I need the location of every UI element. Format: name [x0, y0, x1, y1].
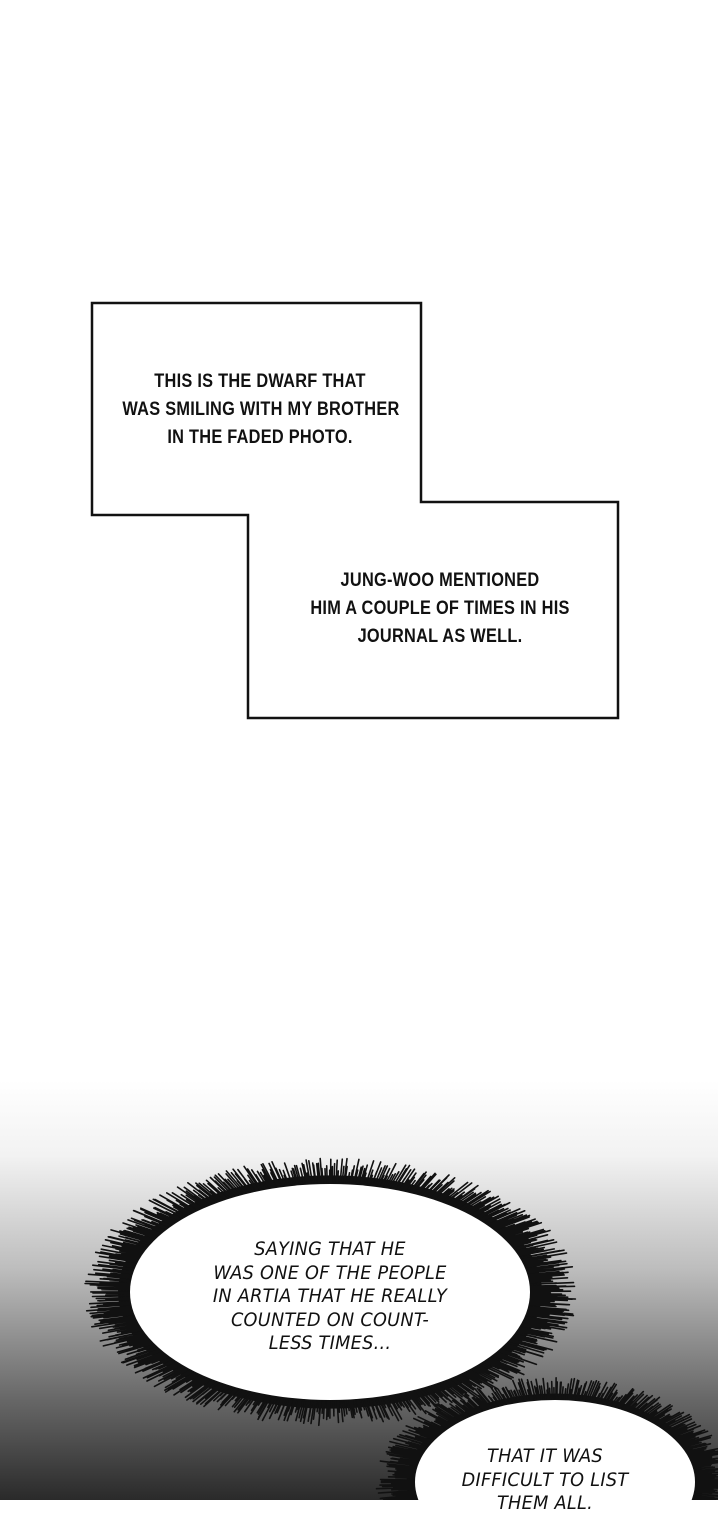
bubble-1-line-3: IN ARTIA THAT HE REALLY — [172, 1285, 488, 1309]
bubble-1-line-2: WAS ONE OF THE PEOPLE — [172, 1262, 488, 1286]
thought-bubble-1-text: SAYING THAT HE WAS ONE OF THE PEOPLE IN … — [172, 1238, 488, 1356]
bubble-1-line-1: SAYING THAT HE — [172, 1238, 488, 1262]
thought-bubble-2-text: THAT IT WAS DIFFICULT TO LIST THEM ALL. — [419, 1445, 670, 1516]
bubble-1-line-4: COUNTED ON COUNT- — [172, 1309, 488, 1333]
bubble-2-line-2: DIFFICULT TO LIST — [419, 1469, 670, 1493]
bubble-1-line-5: LESS TIMES... — [172, 1332, 488, 1356]
bubble-2-line-3: THEM ALL. — [419, 1492, 670, 1516]
bubble-2-line-1: THAT IT WAS — [419, 1445, 670, 1469]
